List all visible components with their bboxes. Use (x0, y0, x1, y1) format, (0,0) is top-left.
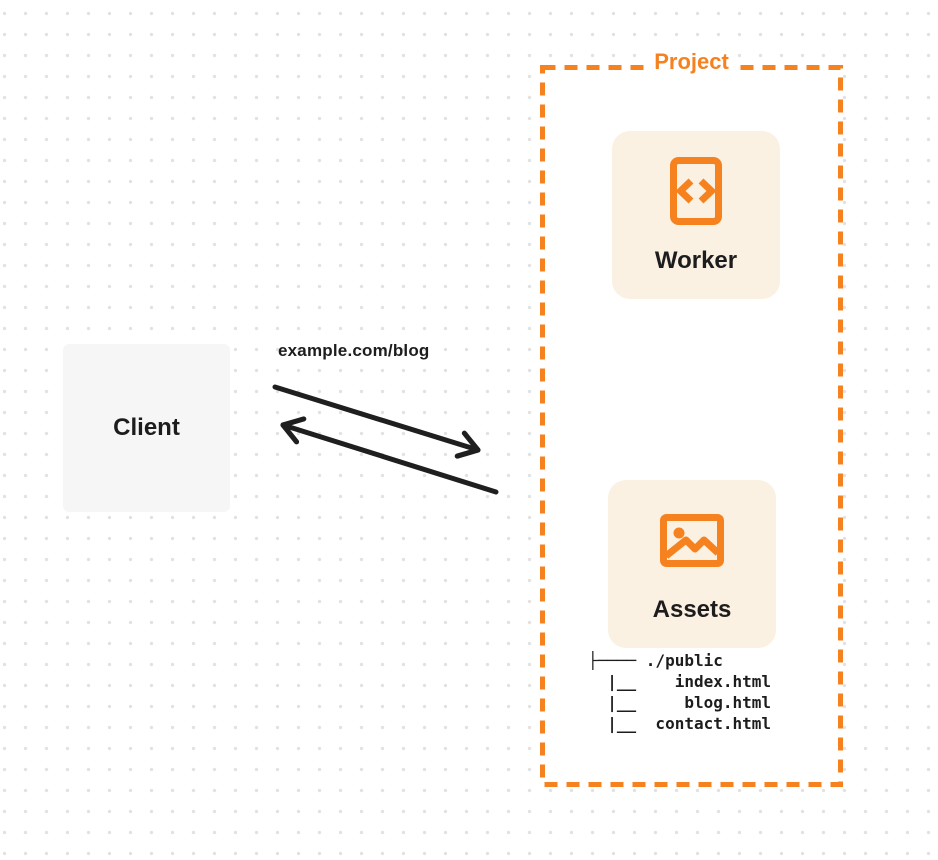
client-label: Client (113, 414, 180, 441)
request-arrow (272, 384, 481, 459)
worker-icon-wrap (670, 157, 722, 225)
assets-label: Assets (652, 596, 732, 623)
worker-card: Worker (612, 131, 780, 299)
assets-card: Assets (608, 480, 776, 648)
assets-icon-wrap (660, 506, 724, 574)
client-box: Client (63, 344, 230, 512)
response-arrow (280, 416, 499, 495)
worker-label: Worker (654, 247, 738, 274)
project-box: Project Worker Assets (540, 49, 843, 787)
request-url-label: example.com/blog (278, 341, 430, 360)
code-document-icon (670, 157, 722, 225)
project-label: Project (649, 49, 734, 75)
image-icon (660, 513, 724, 567)
assets-file-tree: ├──── ./public |__ index.html |__ blog.h… (588, 651, 772, 733)
